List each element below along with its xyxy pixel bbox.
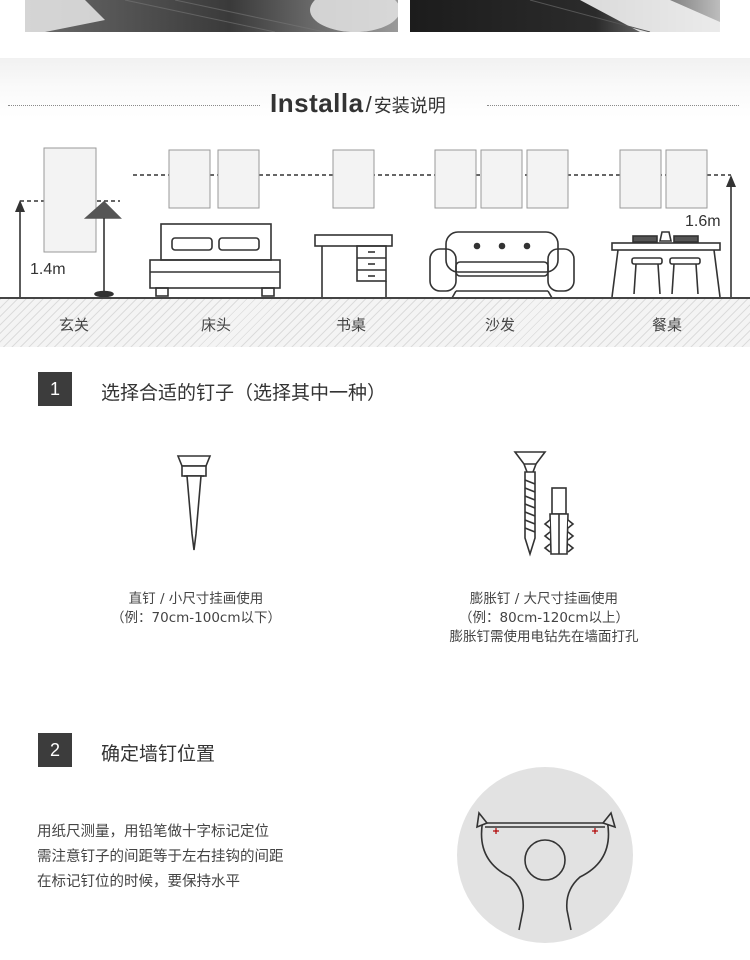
room-scene-illustration xyxy=(15,147,736,299)
frame-dining-2 xyxy=(665,149,708,209)
person-measuring-figure xyxy=(476,811,617,931)
room-label-dining: 餐桌 xyxy=(651,316,683,334)
expansion-nail-caption: 膨胀钉 / 大尺寸挂画使用 （例：80cm-120cm以上） 膨胀钉需使用电钻先… xyxy=(450,590,639,647)
straight-nail-caption-line: （例：70cm-100cm以下） xyxy=(111,610,281,626)
expansion-nail-icon xyxy=(513,451,575,557)
step-2-badge: 2 xyxy=(38,733,72,767)
desk-illustration xyxy=(314,234,393,297)
step-2-instruction-line: 在标记钉位的时候，要保持水平 xyxy=(37,874,240,890)
frame-dining-1 xyxy=(619,149,662,209)
step-2-instruction-line: 需注意钉子的间距等于左右挂钩的间距 xyxy=(37,849,284,865)
title-chinese: 安装说明 xyxy=(373,96,446,117)
frame-sofa-2 xyxy=(480,149,523,209)
product-photo-right xyxy=(410,0,720,32)
expansion-nail-caption-line: 膨胀钉需使用电钻先在墙面打孔 xyxy=(449,629,639,645)
room-label-bedside: 床头 xyxy=(200,316,232,334)
frame-bed-2 xyxy=(217,149,260,209)
cross-mark-icon xyxy=(493,828,598,834)
section-title: Installa/安装说明 xyxy=(0,88,750,124)
room-label-sofa: 沙发 xyxy=(484,316,516,334)
title-separator: / xyxy=(365,92,372,117)
step-2-title: 确定墙钉位置 xyxy=(101,743,216,765)
title-divider-left xyxy=(8,105,260,106)
step-1-title: 选择合适的钉子（选择其中一种） xyxy=(101,382,387,404)
room-label-desk: 书桌 xyxy=(335,316,367,334)
frame-entrance xyxy=(43,147,97,253)
straight-nail-caption: 直钉 / 小尺寸挂画使用 （例：70cm-100cm以下） xyxy=(111,590,281,628)
height-label-right: 1.6m xyxy=(685,213,721,230)
frame-bed-1 xyxy=(168,149,211,209)
floor-lamp-base xyxy=(94,290,114,298)
title-divider-right xyxy=(487,105,739,106)
expansion-nail-caption-line: 膨胀钉 / 大尺寸挂画使用 xyxy=(469,591,619,607)
sofa-illustration xyxy=(429,231,575,299)
dining-table-illustration xyxy=(611,231,721,298)
step-1-badge: 1 xyxy=(38,372,72,406)
step-2-instruction-line: 用纸尺测量，用铅笔做十字标记定位 xyxy=(37,824,269,840)
straight-nail-caption-line: 直钉 / 小尺寸挂画使用 xyxy=(128,591,264,607)
title-text: Installa/安装说明 xyxy=(270,88,446,124)
frame-desk xyxy=(332,149,375,209)
floor-lamp-shade xyxy=(83,200,122,219)
height-arrow-right-head xyxy=(726,175,736,187)
height-arrow-left-head xyxy=(15,200,25,212)
frame-sofa-3 xyxy=(526,149,569,209)
product-photo-left xyxy=(25,0,398,32)
frame-sofa-1 xyxy=(434,149,477,209)
floor-strip xyxy=(0,297,750,347)
photo-left-art xyxy=(25,0,398,32)
height-label-left: 1.4m xyxy=(30,261,66,278)
room-label-entrance: 玄关 xyxy=(58,316,90,334)
expansion-nail-caption-line: （例：80cm-120cm以上） xyxy=(459,610,629,626)
bed-illustration xyxy=(149,223,281,297)
title-english: Installa xyxy=(270,88,364,118)
photo-right-art xyxy=(529,0,720,32)
wall-marking-illustration xyxy=(457,767,633,943)
straight-nail-icon xyxy=(176,455,212,551)
